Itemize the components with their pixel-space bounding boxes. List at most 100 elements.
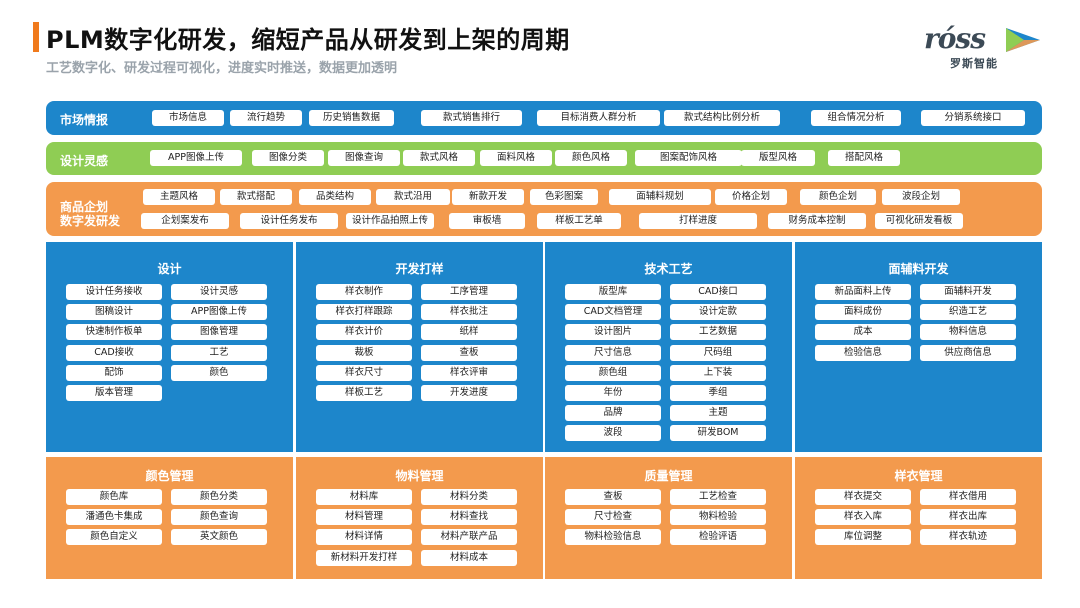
- panel-item-chip[interactable]: 图稿设计: [66, 304, 162, 321]
- panel-item-chip[interactable]: 检验评语: [670, 529, 766, 546]
- design-item-chip[interactable]: 颜色风格: [555, 150, 627, 166]
- plan-item-chip[interactable]: 设计任务发布: [240, 213, 338, 229]
- panel-item-chip[interactable]: 样衣入库: [815, 509, 911, 526]
- panel-item-chip[interactable]: 上下装: [670, 364, 766, 381]
- panel-item-chip[interactable]: 样衣轨迹: [920, 529, 1016, 546]
- panel-item-chip[interactable]: 样衣打样跟踪: [316, 304, 412, 321]
- panel-item-chip[interactable]: 材料分类: [421, 489, 517, 505]
- panel-item-chip[interactable]: 面辅料开发: [920, 284, 1016, 300]
- panel-item-chip[interactable]: 样衣批注: [421, 304, 517, 321]
- plan-item-chip[interactable]: 审板墙: [449, 213, 525, 229]
- market-item-chip[interactable]: 款式销售排行: [421, 110, 522, 126]
- panel-item-chip[interactable]: 设计图片: [565, 324, 661, 341]
- panel-item-chip[interactable]: 季组: [670, 385, 766, 401]
- panel-item-chip[interactable]: CAD接口: [670, 284, 766, 300]
- plan-item-chip[interactable]: 新款开发: [452, 189, 524, 205]
- panel-item-chip[interactable]: 纸样: [421, 324, 517, 341]
- market-item-chip[interactable]: 组合情况分析: [811, 110, 901, 126]
- design-item-chip[interactable]: 图像分类: [252, 150, 324, 166]
- design-item-chip[interactable]: 版型风格: [741, 150, 815, 166]
- panel-item-chip[interactable]: 波段: [565, 425, 661, 442]
- market-item-chip[interactable]: 分销系统接口: [921, 110, 1025, 126]
- panel-item-chip[interactable]: 设计灵感: [171, 284, 267, 300]
- panel-item-chip[interactable]: 样衣尺寸: [316, 364, 412, 381]
- panel-item-chip[interactable]: 设计定款: [670, 304, 766, 321]
- panel-item-chip[interactable]: 材料成本: [421, 549, 517, 566]
- panel-item-chip[interactable]: 查板: [565, 489, 661, 505]
- panel-item-chip[interactable]: 新材料开发打样: [316, 549, 412, 566]
- panel-item-chip[interactable]: 工艺数据: [670, 324, 766, 341]
- panel-item-chip[interactable]: 开发进度: [421, 385, 517, 401]
- plan-item-chip[interactable]: 色彩图案: [530, 189, 598, 205]
- panel-item-chip[interactable]: 样衣借用: [920, 489, 1016, 505]
- plan-item-chip[interactable]: 波段企划: [882, 189, 960, 205]
- panel-item-chip[interactable]: 新品面料上传: [815, 284, 911, 300]
- design-item-chip[interactable]: 图案配饰风格: [635, 150, 742, 166]
- panel-item-chip[interactable]: 图像管理: [171, 324, 267, 341]
- plan-item-chip[interactable]: 打样进度: [639, 213, 757, 229]
- panel-item-chip[interactable]: 材料详情: [316, 529, 412, 546]
- panel-item-chip[interactable]: 颜色查询: [171, 509, 267, 526]
- panel-item-chip[interactable]: 颜色: [171, 364, 267, 381]
- panel-item-chip[interactable]: 工艺: [171, 344, 267, 361]
- panel-item-chip[interactable]: 颜色自定义: [66, 529, 162, 546]
- panel-item-chip[interactable]: 尺码组: [670, 344, 766, 361]
- plan-item-chip[interactable]: 款式搭配: [220, 189, 292, 205]
- plan-item-chip[interactable]: 企划案发布: [141, 213, 229, 229]
- panel-item-chip[interactable]: 样衣提交: [815, 489, 911, 505]
- plan-item-chip[interactable]: 颜色企划: [800, 189, 876, 205]
- panel-item-chip[interactable]: 织造工艺: [920, 304, 1016, 321]
- design-item-chip[interactable]: 搭配风格: [828, 150, 900, 166]
- panel-item-chip[interactable]: 颜色组: [565, 364, 661, 381]
- panel-item-chip[interactable]: 版型库: [565, 284, 661, 300]
- panel-item-chip[interactable]: 颜色分类: [171, 489, 267, 505]
- panel-item-chip[interactable]: 物料信息: [920, 324, 1016, 341]
- panel-item-chip[interactable]: 年份: [565, 385, 661, 401]
- plan-item-chip[interactable]: 设计作品拍照上传: [346, 213, 434, 229]
- panel-item-chip[interactable]: 面料成份: [815, 304, 911, 321]
- panel-item-chip[interactable]: 检验信息: [815, 344, 911, 361]
- plan-item-chip[interactable]: 面辅料规划: [609, 189, 711, 205]
- panel-item-chip[interactable]: 潘通色卡集成: [66, 509, 162, 526]
- panel-item-chip[interactable]: CAD文档管理: [565, 304, 661, 321]
- panel-item-chip[interactable]: 成本: [815, 324, 911, 341]
- panel-item-chip[interactable]: 物料检验信息: [565, 529, 661, 546]
- panel-item-chip[interactable]: 工序管理: [421, 284, 517, 300]
- panel-item-chip[interactable]: 颜色库: [66, 489, 162, 505]
- market-item-chip[interactable]: 市场信息: [152, 110, 224, 126]
- plan-item-chip[interactable]: 价格企划: [715, 189, 787, 205]
- design-item-chip[interactable]: 面料风格: [480, 150, 552, 166]
- panel-item-chip[interactable]: 物料检验: [670, 509, 766, 526]
- panel-item-chip[interactable]: 材料管理: [316, 509, 412, 526]
- panel-item-chip[interactable]: 版本管理: [66, 385, 162, 401]
- panel-item-chip[interactable]: 设计任务接收: [66, 284, 162, 300]
- market-item-chip[interactable]: 款式结构比例分析: [664, 110, 780, 126]
- panel-item-chip[interactable]: 裁板: [316, 344, 412, 361]
- market-item-chip[interactable]: 流行趋势: [230, 110, 302, 126]
- panel-item-chip[interactable]: 材料产联产品: [421, 529, 517, 546]
- panel-item-chip[interactable]: 英文颜色: [171, 529, 267, 546]
- panel-item-chip[interactable]: APP图像上传: [171, 304, 267, 321]
- plan-item-chip[interactable]: 可视化研发看板: [875, 213, 963, 229]
- panel-item-chip[interactable]: 材料库: [316, 489, 412, 505]
- panel-item-chip[interactable]: 工艺检查: [670, 489, 766, 505]
- design-item-chip[interactable]: 款式风格: [403, 150, 475, 166]
- panel-item-chip[interactable]: 供应商信息: [920, 344, 1016, 361]
- panel-item-chip[interactable]: 尺寸检查: [565, 509, 661, 526]
- plan-item-chip[interactable]: 主题风格: [143, 189, 215, 205]
- panel-item-chip[interactable]: 材料查找: [421, 509, 517, 526]
- panel-item-chip[interactable]: CAD接收: [66, 344, 162, 361]
- panel-item-chip[interactable]: 配饰: [66, 364, 162, 381]
- design-item-chip[interactable]: APP图像上传: [150, 150, 242, 166]
- plan-item-chip[interactable]: 品类结构: [299, 189, 371, 205]
- design-item-chip[interactable]: 图像查询: [328, 150, 400, 166]
- panel-item-chip[interactable]: 样板工艺: [316, 385, 412, 401]
- market-item-chip[interactable]: 历史销售数据: [309, 110, 394, 126]
- panel-item-chip[interactable]: 品牌: [565, 405, 661, 422]
- panel-item-chip[interactable]: 尺寸信息: [565, 344, 661, 361]
- plan-item-chip[interactable]: 款式沿用: [376, 189, 450, 205]
- panel-item-chip[interactable]: 研发BOM: [670, 425, 766, 442]
- panel-item-chip[interactable]: 主题: [670, 405, 766, 422]
- panel-item-chip[interactable]: 快速制作板单: [66, 324, 162, 341]
- panel-item-chip[interactable]: 库位调整: [815, 529, 911, 546]
